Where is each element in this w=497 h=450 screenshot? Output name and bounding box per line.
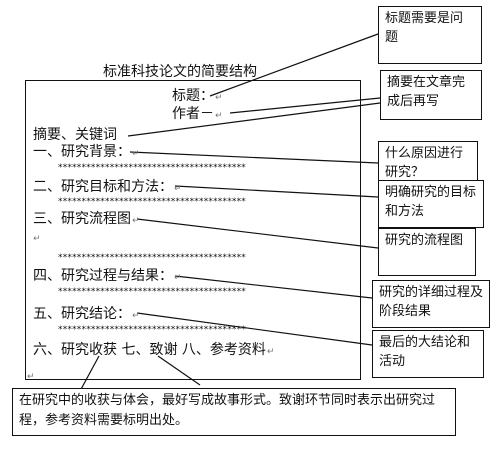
paper-outline-frame [25, 80, 361, 380]
doc-abstract: 摘要、关键词 [33, 127, 117, 143]
doc-stars-3: **************************************** [58, 253, 246, 263]
callout-abstract: 摘要在文章完成后再写 [380, 70, 482, 120]
doc-stars-4: **************************************** [58, 287, 246, 297]
doc-section-3: 三、研究流程图↵ [33, 211, 140, 227]
doc-title-line: 标题：↵ [172, 88, 223, 104]
callout-harvest: 在研究中的收获与体会，最好写成故事形式。致谢环节同时表示出研究过程，参考资料需要… [12, 388, 456, 436]
callout-title: 标题需要是问题 [378, 6, 482, 64]
callout-goals: 明确研究的目标和方法 [378, 180, 484, 228]
doc-stars-2: **************************************** [58, 197, 246, 207]
callout-conclusion: 最后的大结论和活动 [372, 330, 484, 378]
doc-section-2: 二、研究目标和方法：↵ [33, 179, 182, 195]
diagram-title: 标准科技论文的简要结构 [103, 64, 257, 80]
doc-section-5: 五、研究结论：↵ [33, 306, 140, 322]
doc-section-6-8: 六、研究收获 七、致谢 八、参考资料↵ [33, 342, 275, 358]
doc-return-3: ↵ [33, 234, 41, 244]
doc-stars-1: **************************************** [58, 163, 246, 173]
doc-return-end: ↵ [27, 372, 35, 382]
callout-flowchart: 研究的流程图 [378, 228, 476, 276]
doc-stars-5: **************************************** [58, 325, 246, 335]
doc-author-line: 作者－↵ [172, 106, 223, 122]
callout-process: 研究的详细过程及阶段结果 [372, 280, 490, 328]
doc-section-1: 一、研究背景：↵ [33, 144, 140, 160]
doc-section-4: 四、研究过程与结果：↵ [33, 268, 182, 284]
